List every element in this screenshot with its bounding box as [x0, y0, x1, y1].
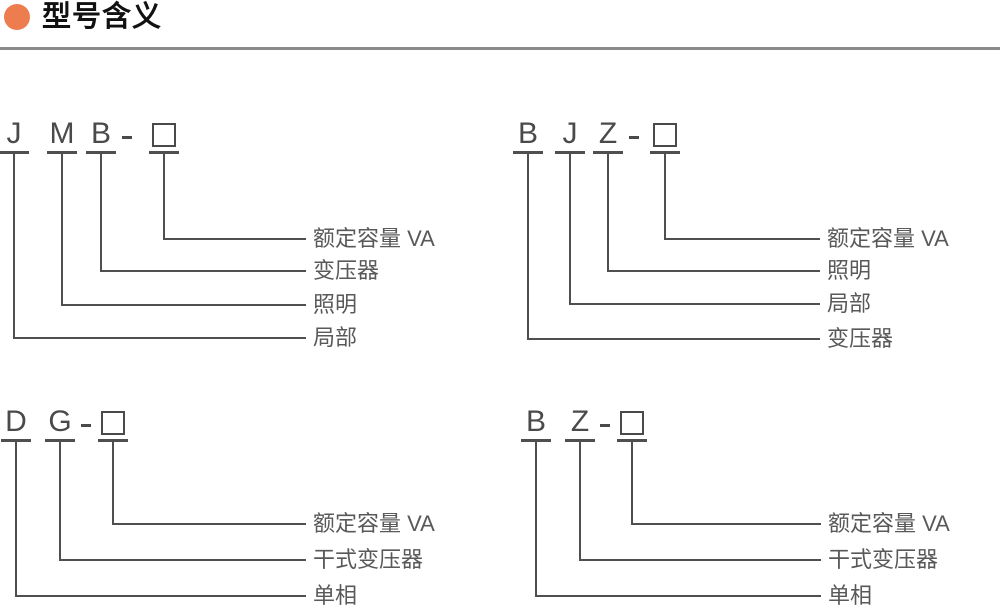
connector-vertical-line	[59, 439, 61, 561]
model-code-dash	[600, 424, 610, 427]
code-label: 变压器	[827, 326, 894, 351]
model-code-letter: M	[49, 117, 75, 150]
capacity-placeholder-box	[653, 123, 677, 147]
code-label: 单相	[313, 583, 358, 608]
model-code-letter: B	[525, 405, 546, 438]
code-label: 照明	[827, 258, 872, 283]
code-label: 照明	[313, 292, 358, 317]
connector-vertical-line	[15, 439, 17, 597]
capacity-placeholder-box	[101, 411, 125, 435]
code-label: 干式变压器	[313, 547, 424, 572]
connector-vertical-line	[535, 439, 537, 597]
model-code-letter: B	[90, 117, 111, 150]
connector-vertical-line	[163, 151, 165, 240]
model-code-letter: J	[6, 117, 22, 150]
connector-vertical-line	[13, 151, 15, 339]
code-label: 额定容量 VA	[828, 511, 950, 536]
model-code-letter: J	[562, 117, 578, 150]
model-code-letter: Z	[598, 117, 618, 150]
connector-tick	[1, 439, 31, 442]
connector-vertical-line	[664, 151, 666, 240]
connector-vertical-line	[61, 151, 63, 306]
connector-tick	[650, 151, 680, 154]
connector-vertical-line	[112, 439, 114, 525]
connector-tick	[86, 151, 116, 154]
connector-tick	[565, 439, 595, 442]
connector-vertical-line	[527, 151, 529, 340]
connector-vertical-line	[579, 439, 581, 561]
connector-horizontal-line	[15, 595, 306, 597]
connector-tick	[555, 151, 585, 154]
code-label: 干式变压器	[828, 547, 939, 572]
connector-tick	[45, 439, 75, 442]
page-title: 型号含义	[42, 1, 163, 33]
connector-tick	[0, 151, 29, 154]
connector-horizontal-line	[607, 270, 820, 272]
section-divider	[0, 47, 1000, 50]
connector-tick	[513, 151, 543, 154]
connector-tick	[149, 151, 179, 154]
connector-tick	[98, 439, 128, 442]
model-code-dash	[122, 136, 132, 139]
connector-horizontal-line	[579, 559, 821, 561]
connector-horizontal-line	[61, 304, 306, 306]
code-label: 额定容量 VA	[313, 511, 435, 536]
model-code-letter: B	[517, 117, 538, 150]
code-label: 单相	[828, 583, 873, 608]
connector-horizontal-line	[527, 338, 820, 340]
capacity-placeholder-box	[152, 123, 176, 147]
connector-horizontal-line	[13, 337, 306, 339]
connector-tick	[47, 151, 77, 154]
connector-horizontal-line	[631, 523, 821, 525]
connector-tick	[593, 151, 623, 154]
connector-tick	[521, 439, 551, 442]
section-bullet-icon	[4, 4, 30, 30]
model-code-letter: D	[5, 405, 27, 438]
connector-horizontal-line	[112, 523, 306, 525]
connector-horizontal-line	[100, 270, 306, 272]
code-label: 变压器	[313, 258, 380, 283]
connector-horizontal-line	[535, 595, 821, 597]
connector-vertical-line	[100, 151, 102, 272]
connector-vertical-line	[607, 151, 609, 272]
code-label: 局部	[313, 325, 358, 350]
connector-horizontal-line	[569, 303, 820, 305]
code-label: 额定容量 VA	[827, 226, 949, 251]
connector-vertical-line	[569, 151, 571, 305]
code-label: 局部	[827, 291, 872, 316]
connector-horizontal-line	[163, 238, 306, 240]
model-code-dash	[629, 136, 639, 139]
capacity-placeholder-box	[620, 411, 644, 435]
model-code-letter: Z	[570, 405, 590, 438]
model-code-dash	[81, 424, 91, 427]
connector-horizontal-line	[59, 559, 306, 561]
connector-tick	[617, 439, 647, 442]
connector-horizontal-line	[664, 238, 820, 240]
connector-vertical-line	[631, 439, 633, 525]
model-code-letter: G	[48, 405, 72, 438]
code-label: 额定容量 VA	[313, 226, 435, 251]
